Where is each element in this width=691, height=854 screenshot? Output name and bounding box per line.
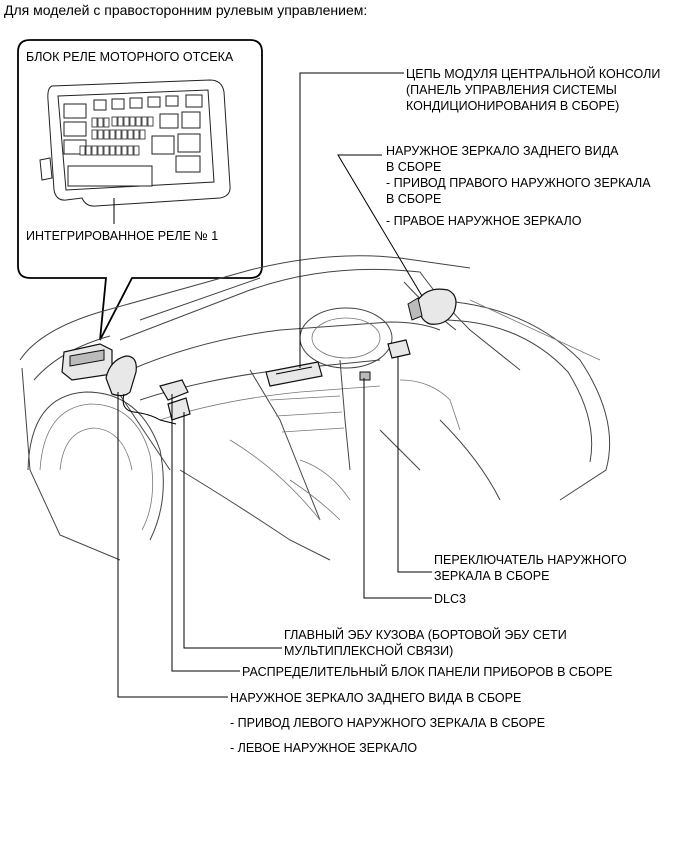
left-mirror-label: НАРУЖНОЕ ЗЕРКАЛО ЗАДНЕГО ВИДА В СБОРЕ - … bbox=[230, 691, 546, 755]
main-body-ecu-label: ГЛАВНЫЙ ЭБУ КУЗОВА (БОРТОВОЙ ЭБУ СЕТИ МУ… bbox=[284, 628, 567, 658]
junction-block-label: РАСПРЕДЕЛИТЕЛЬНЫЙ БЛОК ПАНЕЛИ ПРИБОРОВ В… bbox=[242, 665, 613, 679]
mirror-switch bbox=[387, 339, 411, 359]
dlc3-label: DLC3 bbox=[434, 592, 466, 606]
center-console-label: ЦЕПЬ МОДУЛЯ ЦЕНТРАЛЬНОЙ КОНСОЛИ (ПАНЕЛЬ … bbox=[406, 67, 661, 113]
vehicle-outline bbox=[19, 255, 611, 561]
right-outside-mirror bbox=[407, 288, 457, 325]
right-mirror-label: НАРУЖНОЕ ЗЕРКАЛО ЗАДНЕГО ВИДА В СБОРЕ - … bbox=[386, 144, 651, 228]
engine-room-relay-block bbox=[39, 79, 231, 224]
ac-control-panel bbox=[265, 361, 323, 387]
diagram-heading: Для моделей с правосторонним рулевым упр… bbox=[4, 2, 368, 18]
instrument-panel-junction-block bbox=[159, 379, 191, 421]
leader-lines bbox=[117, 72, 432, 698]
relay-block-inset bbox=[17, 39, 263, 341]
dlc3-connector bbox=[359, 371, 371, 381]
integrated-relay-label: ИНТЕГРИРОВАННОЕ РЕЛЕ № 1 bbox=[26, 229, 219, 243]
engine-relay-block-on-car bbox=[61, 343, 113, 381]
left-outside-mirror bbox=[105, 355, 177, 425]
inset-title: БЛОК РЕЛЕ МОТОРНОГО ОТСЕКА bbox=[26, 50, 234, 64]
mirror-switch-label: ПЕРЕКЛЮЧАТЕЛЬ НАРУЖНОГО ЗЕРКАЛА В СБОРЕ bbox=[434, 553, 627, 583]
